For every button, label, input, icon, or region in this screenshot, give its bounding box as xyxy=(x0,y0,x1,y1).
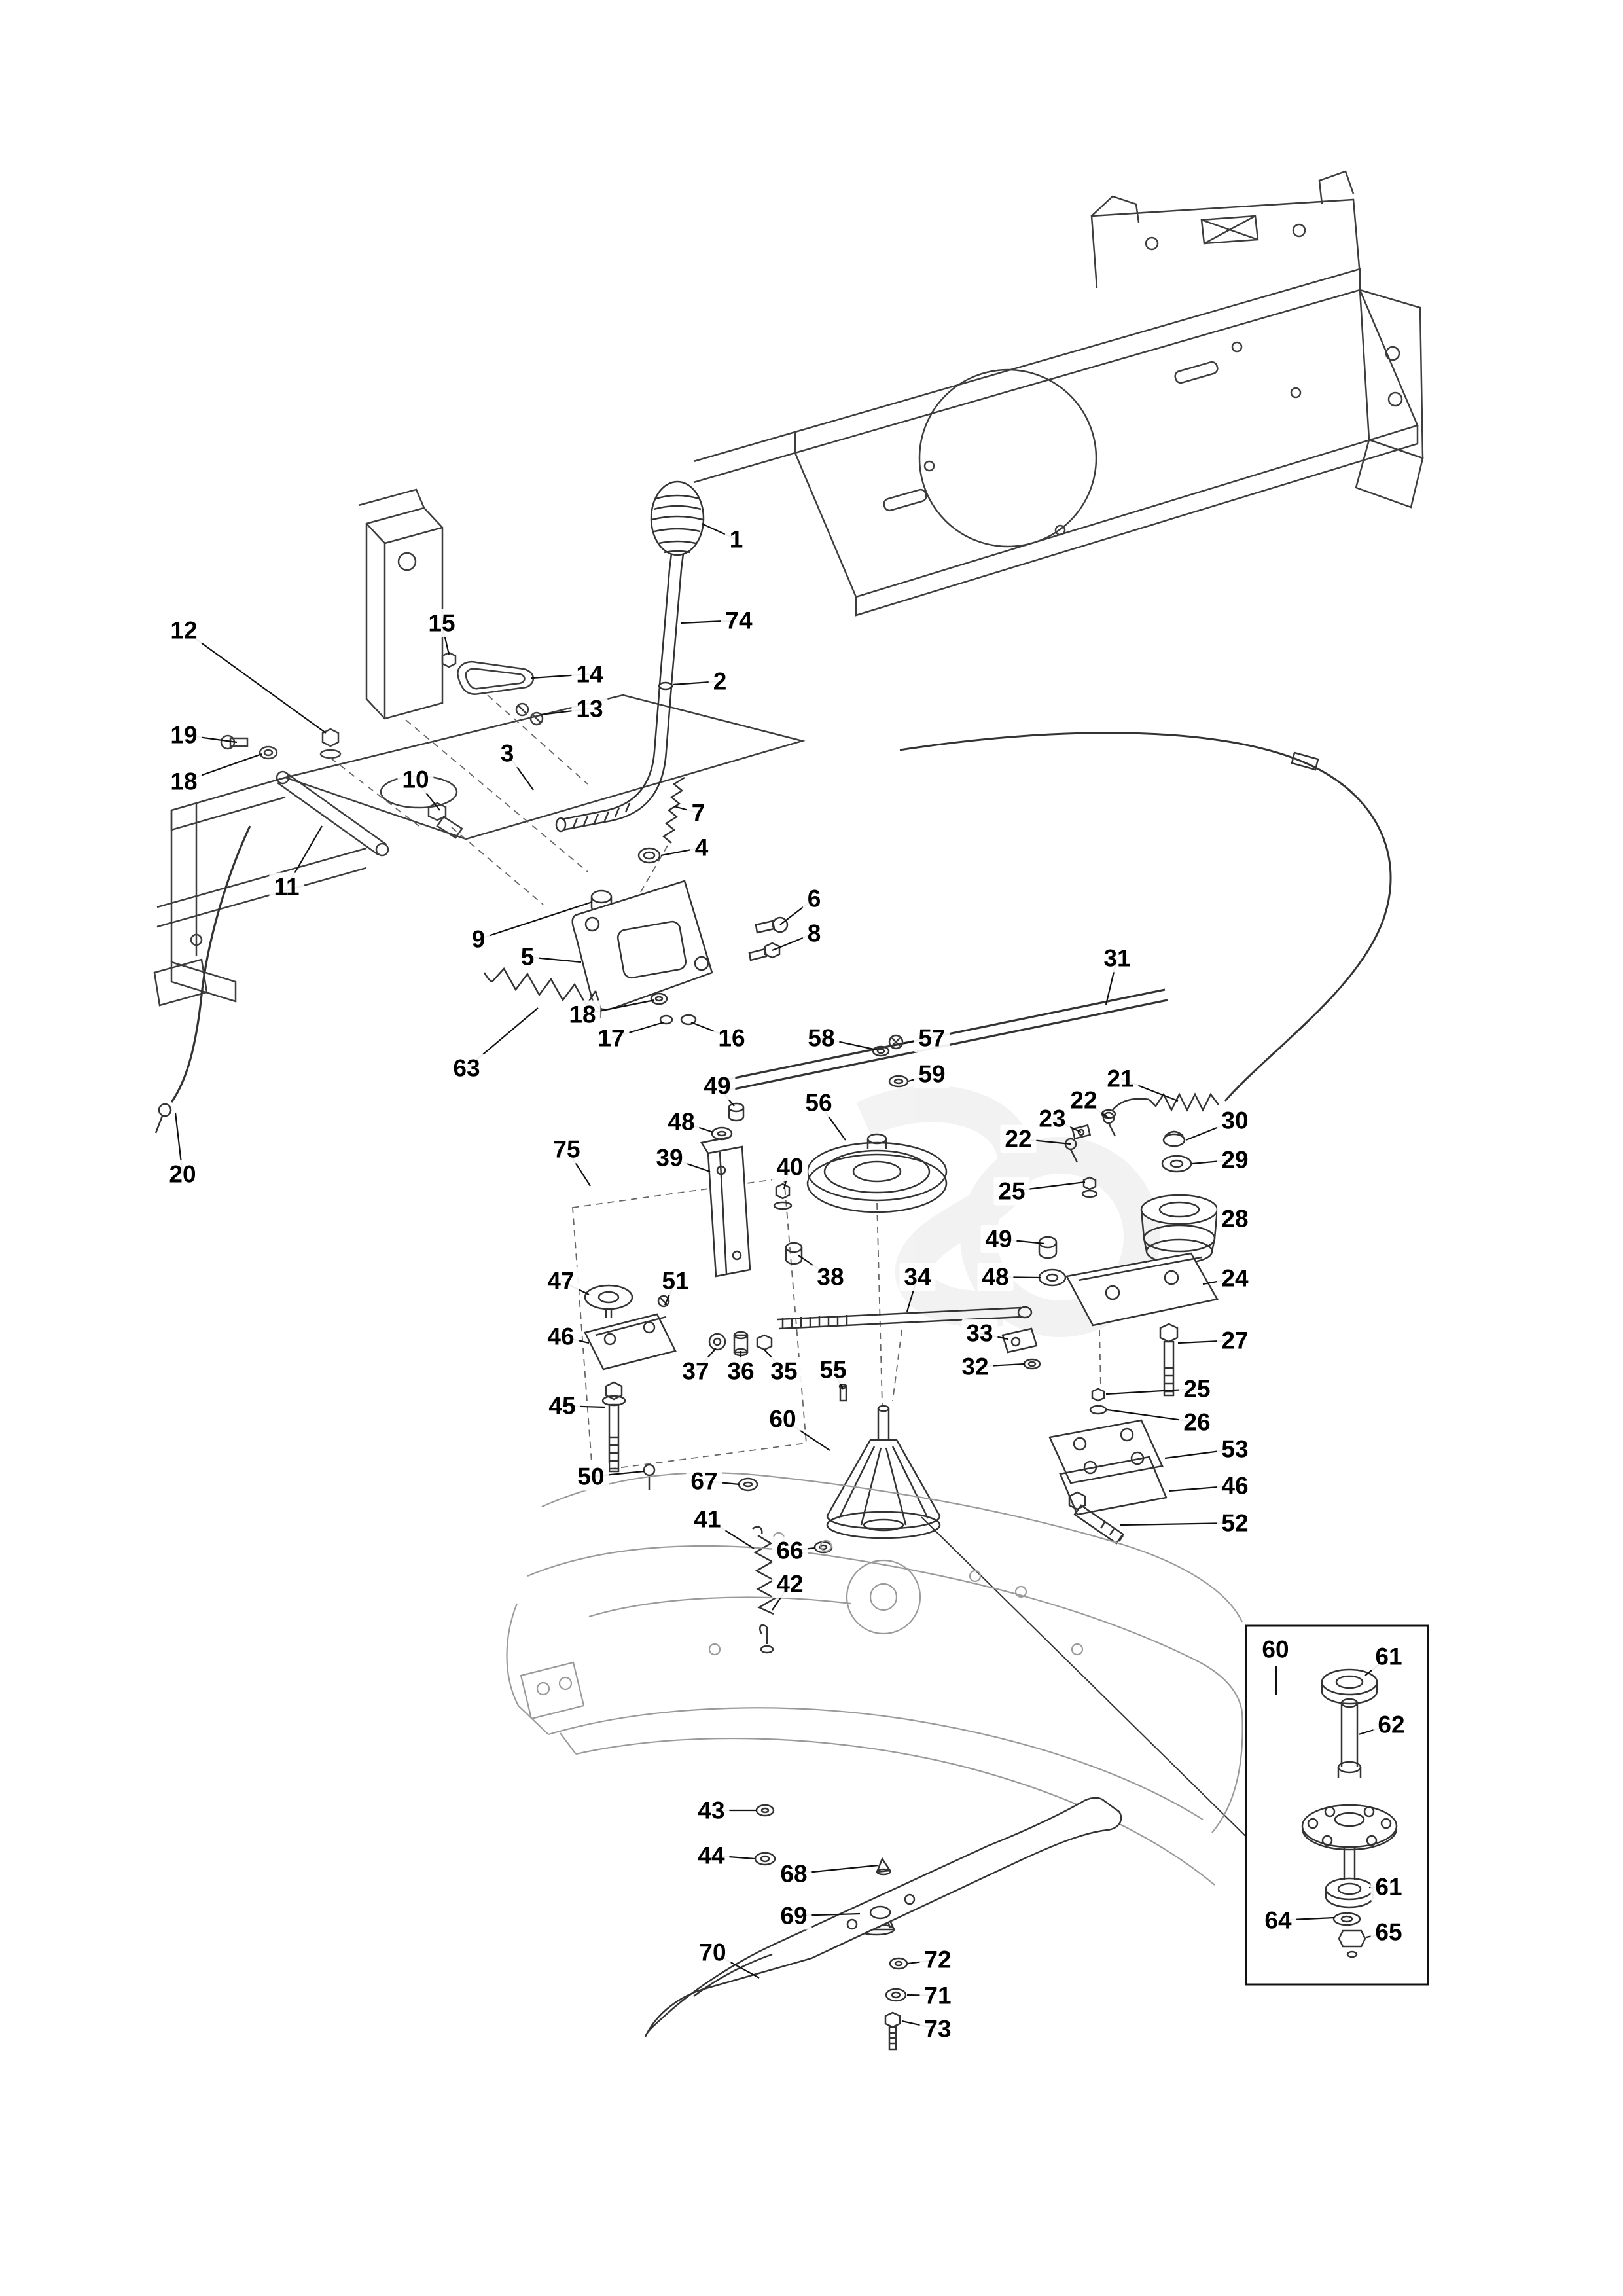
part-label-42: 42 xyxy=(772,1570,808,1598)
part-label-52: 52 xyxy=(1217,1509,1253,1537)
bracket-assembly-right xyxy=(1001,1236,1219,1545)
gear-lever-assembly xyxy=(154,480,789,1134)
part-label-38: 38 xyxy=(812,1263,849,1291)
part-label-65: 65 xyxy=(1370,1918,1407,1946)
part-label-30: 30 xyxy=(1217,1106,1253,1135)
part-label-60: 60 xyxy=(764,1405,801,1433)
watermark xyxy=(856,1085,1160,1337)
part-label-27: 27 xyxy=(1217,1326,1253,1355)
part-label-8: 8 xyxy=(802,919,826,948)
part-label-11: 11 xyxy=(269,872,304,901)
part-label-26: 26 xyxy=(1179,1408,1215,1437)
leader-line-9 xyxy=(478,901,593,941)
part-label-63: 63 xyxy=(448,1054,485,1083)
part-label-46: 46 xyxy=(1217,1471,1253,1500)
part-label-18: 18 xyxy=(166,767,202,796)
part-label-25: 25 xyxy=(993,1177,1030,1206)
part-label-64: 64 xyxy=(1260,1906,1296,1935)
part-label-19: 19 xyxy=(166,721,202,749)
part-label-17: 17 xyxy=(593,1024,630,1052)
part-label-55: 55 xyxy=(815,1355,851,1384)
part-label-7: 7 xyxy=(687,798,710,827)
part-label-22: 22 xyxy=(1000,1124,1037,1153)
part-label-33: 33 xyxy=(961,1319,998,1348)
belt-and-cable xyxy=(718,732,1392,1265)
part-label-5: 5 xyxy=(516,942,539,971)
part-label-28: 28 xyxy=(1217,1204,1253,1233)
part-label-22: 22 xyxy=(1065,1086,1102,1115)
part-label-56: 56 xyxy=(800,1088,837,1117)
part-label-39: 39 xyxy=(651,1143,688,1172)
part-label-61: 61 xyxy=(1370,1873,1407,1901)
chassis-frame xyxy=(693,170,1424,617)
left-bracket-assembly xyxy=(153,488,806,1007)
part-label-16: 16 xyxy=(713,1024,750,1052)
part-label-75: 75 xyxy=(548,1135,585,1164)
part-label-51: 51 xyxy=(657,1266,694,1295)
leader-line-12 xyxy=(183,630,327,734)
part-label-13: 13 xyxy=(571,694,608,723)
part-label-35: 35 xyxy=(766,1357,802,1386)
part-label-3: 3 xyxy=(495,739,519,768)
part-label-31: 31 xyxy=(1099,944,1135,973)
part-label-57: 57 xyxy=(914,1024,950,1052)
part-label-1: 1 xyxy=(724,525,748,554)
blade-assembly xyxy=(644,1797,1122,2051)
part-label-40: 40 xyxy=(772,1153,808,1181)
part-label-20: 20 xyxy=(164,1160,201,1189)
part-label-9: 9 xyxy=(467,925,490,954)
part-label-2: 2 xyxy=(708,667,732,696)
part-label-74: 74 xyxy=(721,606,757,635)
part-label-48: 48 xyxy=(977,1263,1014,1291)
part-label-67: 67 xyxy=(686,1467,722,1496)
part-label-72: 72 xyxy=(919,1945,956,1974)
part-label-48: 48 xyxy=(663,1107,700,1136)
part-label-70: 70 xyxy=(694,1938,731,1967)
part-label-41: 41 xyxy=(689,1505,726,1534)
part-label-37: 37 xyxy=(677,1357,714,1386)
part-label-69: 69 xyxy=(776,1901,812,1930)
part-label-58: 58 xyxy=(803,1024,840,1052)
part-label-53: 53 xyxy=(1217,1435,1253,1463)
part-label-66: 66 xyxy=(772,1536,808,1565)
part-label-21: 21 xyxy=(1102,1064,1139,1093)
part-label-50: 50 xyxy=(573,1462,609,1491)
part-label-36: 36 xyxy=(722,1357,759,1386)
part-label-71: 71 xyxy=(919,1981,956,2010)
part-label-73: 73 xyxy=(919,2015,956,2043)
part-label-62: 62 xyxy=(1373,1710,1410,1739)
part-label-23: 23 xyxy=(1034,1104,1071,1133)
part-label-34: 34 xyxy=(899,1263,936,1291)
pulley-56 xyxy=(806,1034,948,1213)
part-label-25: 25 xyxy=(1179,1374,1215,1403)
part-label-18: 18 xyxy=(564,1000,601,1029)
part-label-45: 45 xyxy=(544,1391,580,1420)
part-label-47: 47 xyxy=(543,1266,579,1295)
part-label-60: 60 xyxy=(1257,1635,1294,1664)
leader-line-52 xyxy=(1120,1522,1236,1526)
part-label-24: 24 xyxy=(1217,1264,1253,1293)
part-label-32: 32 xyxy=(957,1352,993,1381)
part-label-68: 68 xyxy=(776,1859,812,1888)
part-label-44: 44 xyxy=(693,1841,730,1870)
part-label-59: 59 xyxy=(914,1060,950,1088)
part-label-29: 29 xyxy=(1217,1145,1253,1174)
part-label-49: 49 xyxy=(699,1071,736,1100)
part-label-49: 49 xyxy=(980,1225,1017,1253)
part-label-12: 12 xyxy=(166,616,202,645)
part-label-10: 10 xyxy=(397,765,434,794)
deck xyxy=(506,1472,1243,1886)
part-label-4: 4 xyxy=(690,833,713,862)
part-label-43: 43 xyxy=(693,1796,730,1825)
part-label-61: 61 xyxy=(1370,1642,1407,1671)
part-label-6: 6 xyxy=(802,884,826,913)
part-label-15: 15 xyxy=(423,609,460,637)
part-label-46: 46 xyxy=(543,1322,579,1351)
part-label-14: 14 xyxy=(571,660,608,689)
